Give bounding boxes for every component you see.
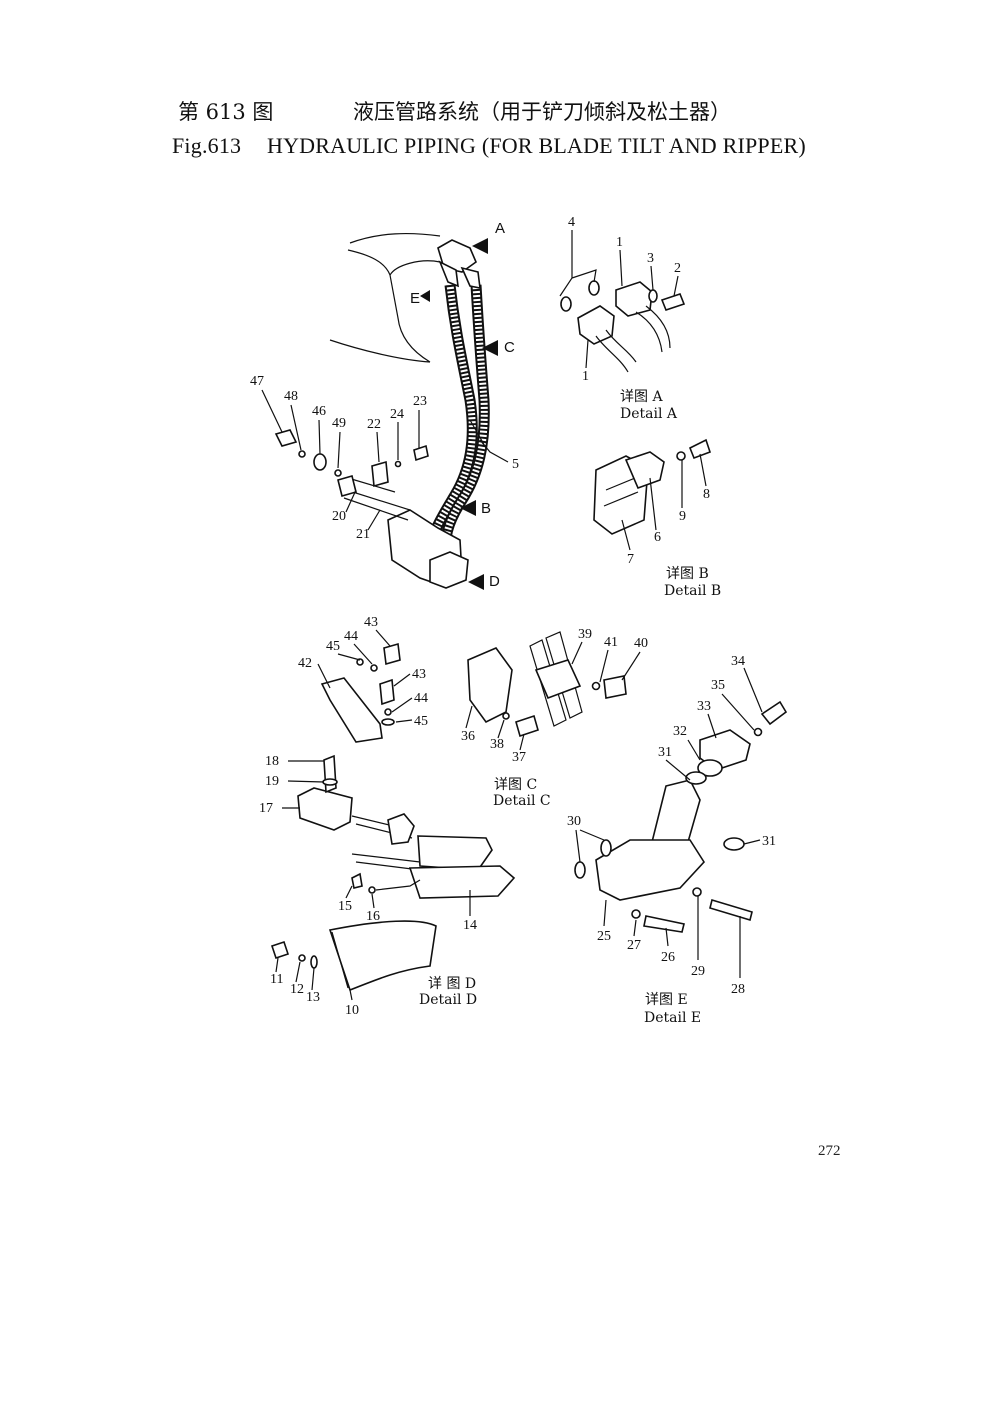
callout: 28 bbox=[731, 982, 745, 997]
callout: 30 bbox=[567, 814, 581, 829]
main-assembly-drawing bbox=[274, 232, 490, 589]
callout: 36 bbox=[461, 729, 475, 744]
callout: 46 bbox=[312, 404, 326, 419]
detail-c-caption-cn: 详图 C bbox=[494, 777, 537, 793]
callout: 34 bbox=[731, 654, 745, 669]
callout: 29 bbox=[691, 964, 705, 979]
figure-number-en: Fig.613 bbox=[172, 133, 242, 158]
detail-d-caption-en: Detail D bbox=[419, 992, 477, 1008]
callout: 31 bbox=[658, 745, 672, 760]
callout: 20 bbox=[332, 509, 346, 524]
arrow-label-d: D bbox=[489, 573, 500, 590]
callout: 24 bbox=[390, 407, 404, 422]
title-chinese: 第 613 图 液压管路系统（用于铲刀倾斜及松土器） bbox=[178, 96, 818, 126]
callout: 27 bbox=[627, 938, 641, 953]
callout: 43 bbox=[364, 615, 378, 630]
bracket-drawing: 43 45 44 42 43 44 45 bbox=[298, 615, 428, 743]
callout: 15 bbox=[338, 899, 352, 914]
callout: 44 bbox=[344, 629, 358, 644]
callout: 22 bbox=[367, 417, 381, 432]
callout: 33 bbox=[697, 699, 711, 714]
detail-e-caption-en: Detail E bbox=[644, 1010, 701, 1026]
page-number: 272 bbox=[818, 1143, 841, 1159]
detail-e-drawing: 34 35 33 32 31 30 31 25 27 26 29 28 详图 E… bbox=[567, 654, 788, 1026]
callout: 14 bbox=[463, 918, 477, 933]
callout: 12 bbox=[290, 982, 304, 997]
callout: 40 bbox=[634, 636, 648, 651]
callout: 1 bbox=[582, 369, 589, 384]
arrow-label-a: A bbox=[495, 220, 505, 237]
callout: 21 bbox=[356, 527, 370, 542]
callout: 25 bbox=[597, 929, 611, 944]
callout: 45 bbox=[326, 639, 340, 654]
callout: 17 bbox=[259, 801, 273, 816]
detail-d-drawing: 18 19 17 15 16 14 11 12 13 10 详 图 D Deta… bbox=[259, 754, 516, 1018]
callout: 49 bbox=[332, 416, 346, 431]
callout: 18 bbox=[265, 754, 279, 769]
callout: 31 bbox=[762, 834, 776, 849]
callout: 47 bbox=[250, 374, 264, 389]
callout: 26 bbox=[661, 950, 675, 965]
detail-a-drawing: 4 1 3 2 1 详图 A Detail A bbox=[559, 215, 686, 422]
callout: 9 bbox=[679, 509, 686, 524]
callout: 23 bbox=[413, 394, 427, 409]
callout: 37 bbox=[512, 750, 526, 765]
callout: 3 bbox=[647, 251, 654, 266]
detail-b-caption-en: Detail B bbox=[664, 583, 721, 599]
detail-e-caption-cn: 详图 E bbox=[645, 992, 688, 1008]
arrow-label-b: B bbox=[481, 500, 491, 517]
callout: 5 bbox=[512, 457, 519, 472]
callout: 19 bbox=[265, 774, 279, 789]
callout: 38 bbox=[490, 737, 504, 752]
arrow-label-e: E bbox=[410, 290, 420, 307]
figure-title-cn: 液压管路系统（用于铲刀倾斜及松土器） bbox=[353, 100, 731, 124]
detail-b-drawing: 8 9 6 7 详图 B Detail B bbox=[593, 438, 721, 599]
callout: 32 bbox=[673, 724, 687, 739]
callout: 6 bbox=[654, 530, 661, 545]
callout: 7 bbox=[627, 552, 634, 567]
detail-a-caption-cn: 详图 A bbox=[620, 389, 663, 405]
callout: 44 bbox=[414, 691, 428, 706]
callout: 45 bbox=[414, 714, 428, 729]
callout: 42 bbox=[298, 656, 312, 671]
callout: 43 bbox=[412, 667, 426, 682]
callout: 4 bbox=[568, 215, 575, 230]
figure-title-en: HYDRAULIC PIPING (FOR BLADE TILT AND RIP… bbox=[267, 133, 806, 158]
callout: 2 bbox=[674, 261, 681, 276]
figure-number-cn: 第 613 图 bbox=[178, 100, 274, 124]
arrow-label-c: C bbox=[504, 339, 515, 356]
callout: 39 bbox=[578, 627, 592, 642]
callout: 10 bbox=[345, 1003, 359, 1018]
main-callouts: 47 48 46 49 22 24 23 5 20 21 bbox=[250, 374, 519, 542]
detail-a-caption-en: Detail A bbox=[620, 406, 678, 422]
callout: 11 bbox=[270, 972, 283, 987]
title-english: Fig.613 HYDRAULIC PIPING (FOR BLADE TILT … bbox=[172, 133, 852, 159]
callout: 16 bbox=[366, 909, 380, 924]
callout: 48 bbox=[284, 389, 298, 404]
detail-b-caption-cn: 详图 B bbox=[666, 566, 709, 582]
direction-arrows: A E C B D bbox=[410, 220, 515, 590]
detail-d-caption-cn: 详 图 D bbox=[428, 976, 476, 992]
detail-c-caption-en: Detail C bbox=[493, 793, 551, 809]
detail-c-drawing: 39 41 40 36 38 37 详图 C Detail C bbox=[461, 627, 648, 809]
callout: 1 bbox=[616, 235, 623, 250]
callout: 8 bbox=[703, 487, 710, 502]
callout: 13 bbox=[306, 990, 320, 1005]
callout: 41 bbox=[604, 635, 618, 650]
callout: 35 bbox=[711, 678, 725, 693]
